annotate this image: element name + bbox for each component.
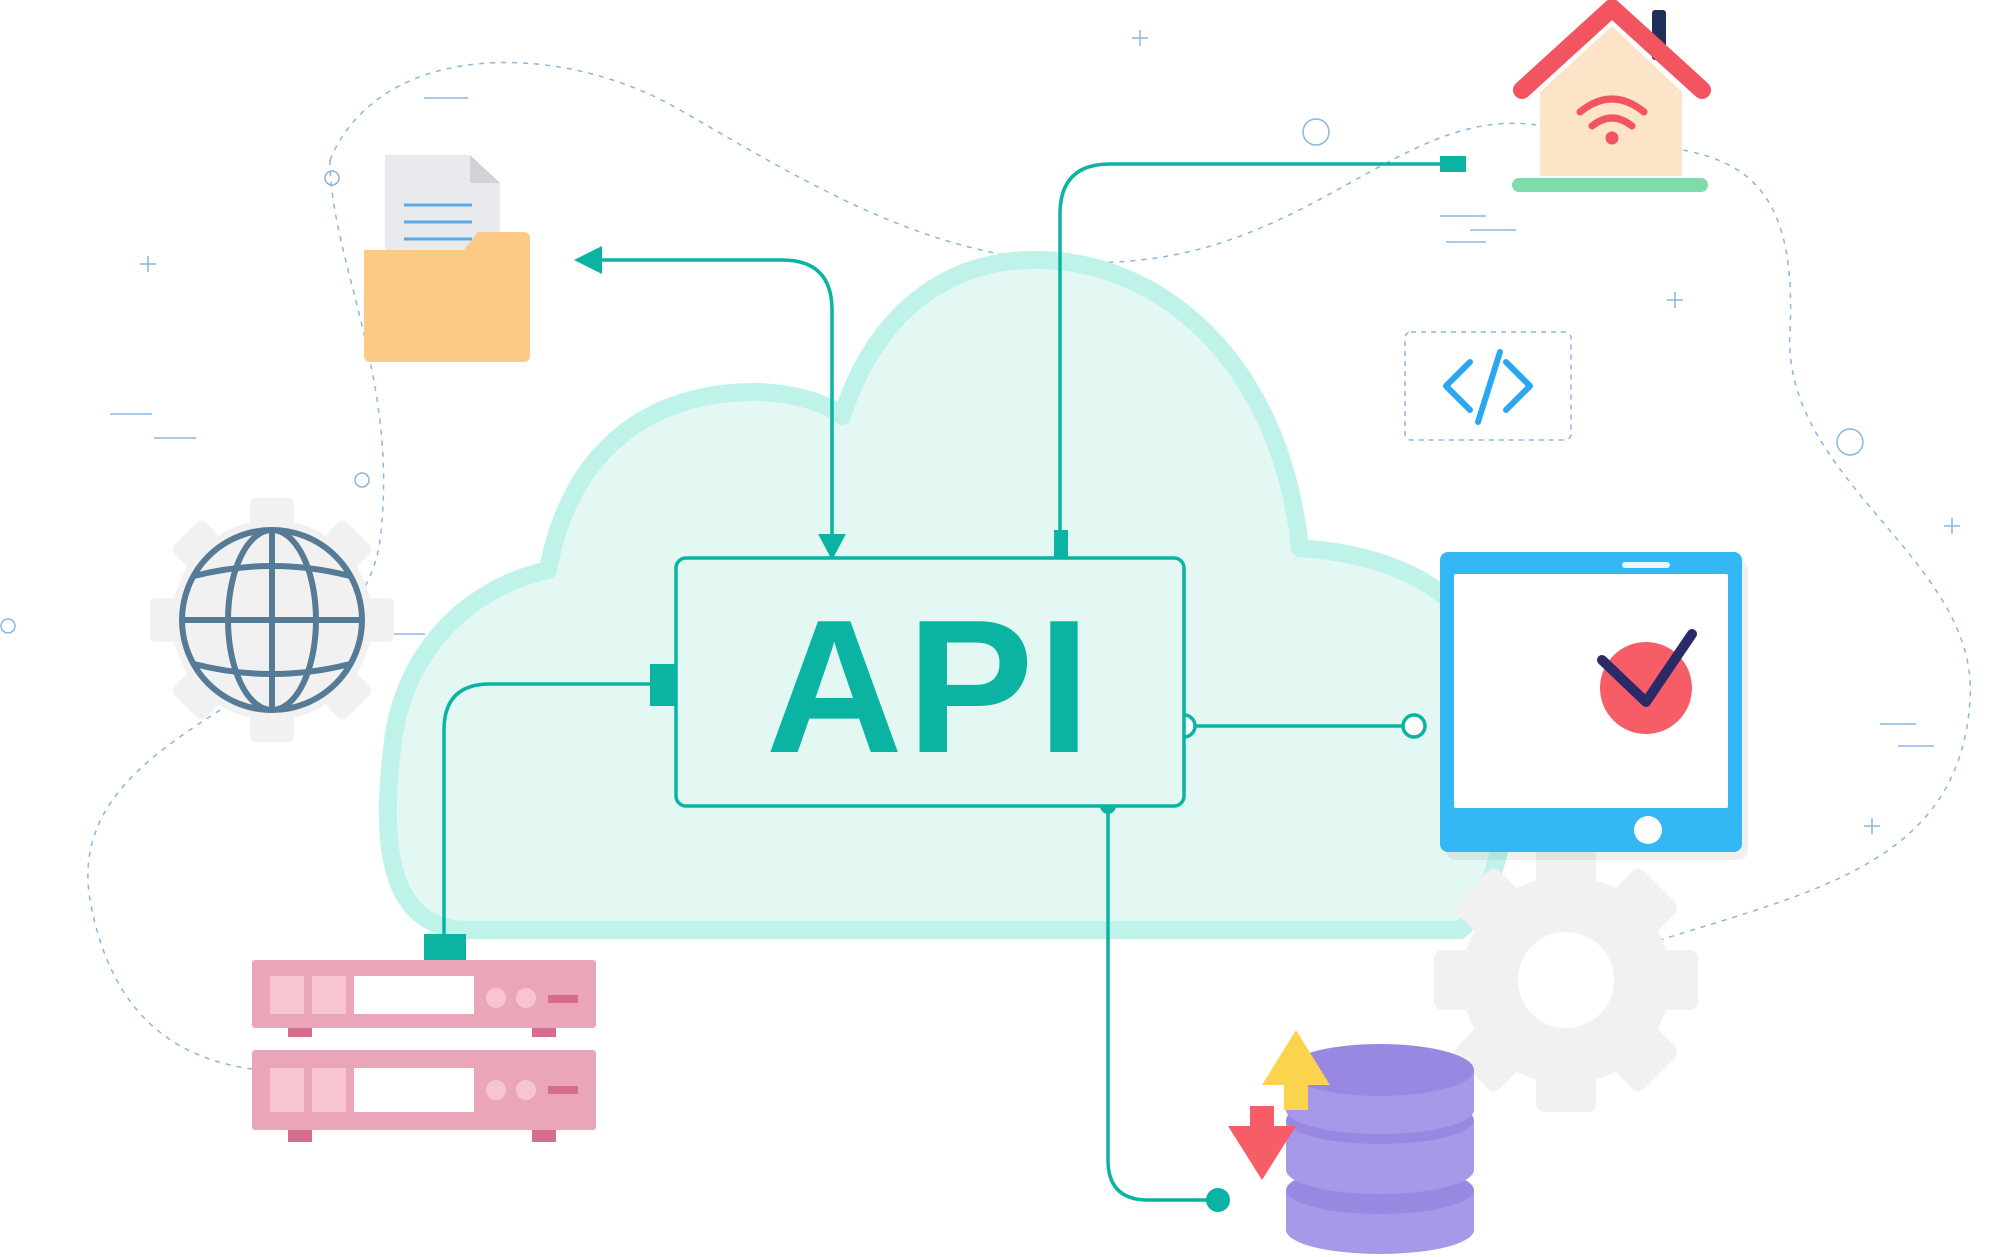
node-tablet	[1401, 713, 1427, 739]
port-home-top	[1054, 530, 1068, 558]
document-lines	[404, 203, 472, 241]
port-server-left	[650, 664, 676, 706]
checkmark-icon	[1597, 629, 1697, 734]
download-arrow-icon	[1228, 1106, 1296, 1180]
port-server-end	[424, 934, 466, 960]
connector-home	[1058, 162, 1452, 532]
code-icon	[1404, 331, 1572, 441]
dashed-connector-loop	[87, 61, 1971, 1071]
connector-folder	[598, 258, 834, 550]
folder-icon	[364, 155, 530, 362]
server-unit-top	[252, 960, 596, 1037]
server-unit-bottom	[252, 1050, 596, 1142]
database-icon	[1286, 1044, 1474, 1254]
arrow-head-folder	[574, 246, 602, 274]
gear-icon	[1434, 848, 1698, 1112]
connector-server	[442, 682, 652, 942]
port-home-end	[1440, 156, 1466, 172]
globe-icon	[179, 527, 365, 713]
server-icon	[252, 960, 596, 1142]
arrow-head-api	[818, 534, 846, 560]
smart-home-icon	[1512, 0, 1711, 192]
decorative-marks	[0, 30, 1960, 834]
globe-gear-group	[150, 498, 394, 742]
wifi-icon	[1576, 95, 1648, 145]
node-database	[1206, 1188, 1230, 1212]
connectors	[442, 162, 1452, 1202]
api-label: API	[766, 581, 1095, 793]
upload-arrow-icon	[1262, 1030, 1330, 1110]
api-box[interactable]: API	[674, 556, 1186, 808]
tablet-icon[interactable]	[1440, 552, 1748, 860]
connector-database	[1106, 804, 1212, 1202]
